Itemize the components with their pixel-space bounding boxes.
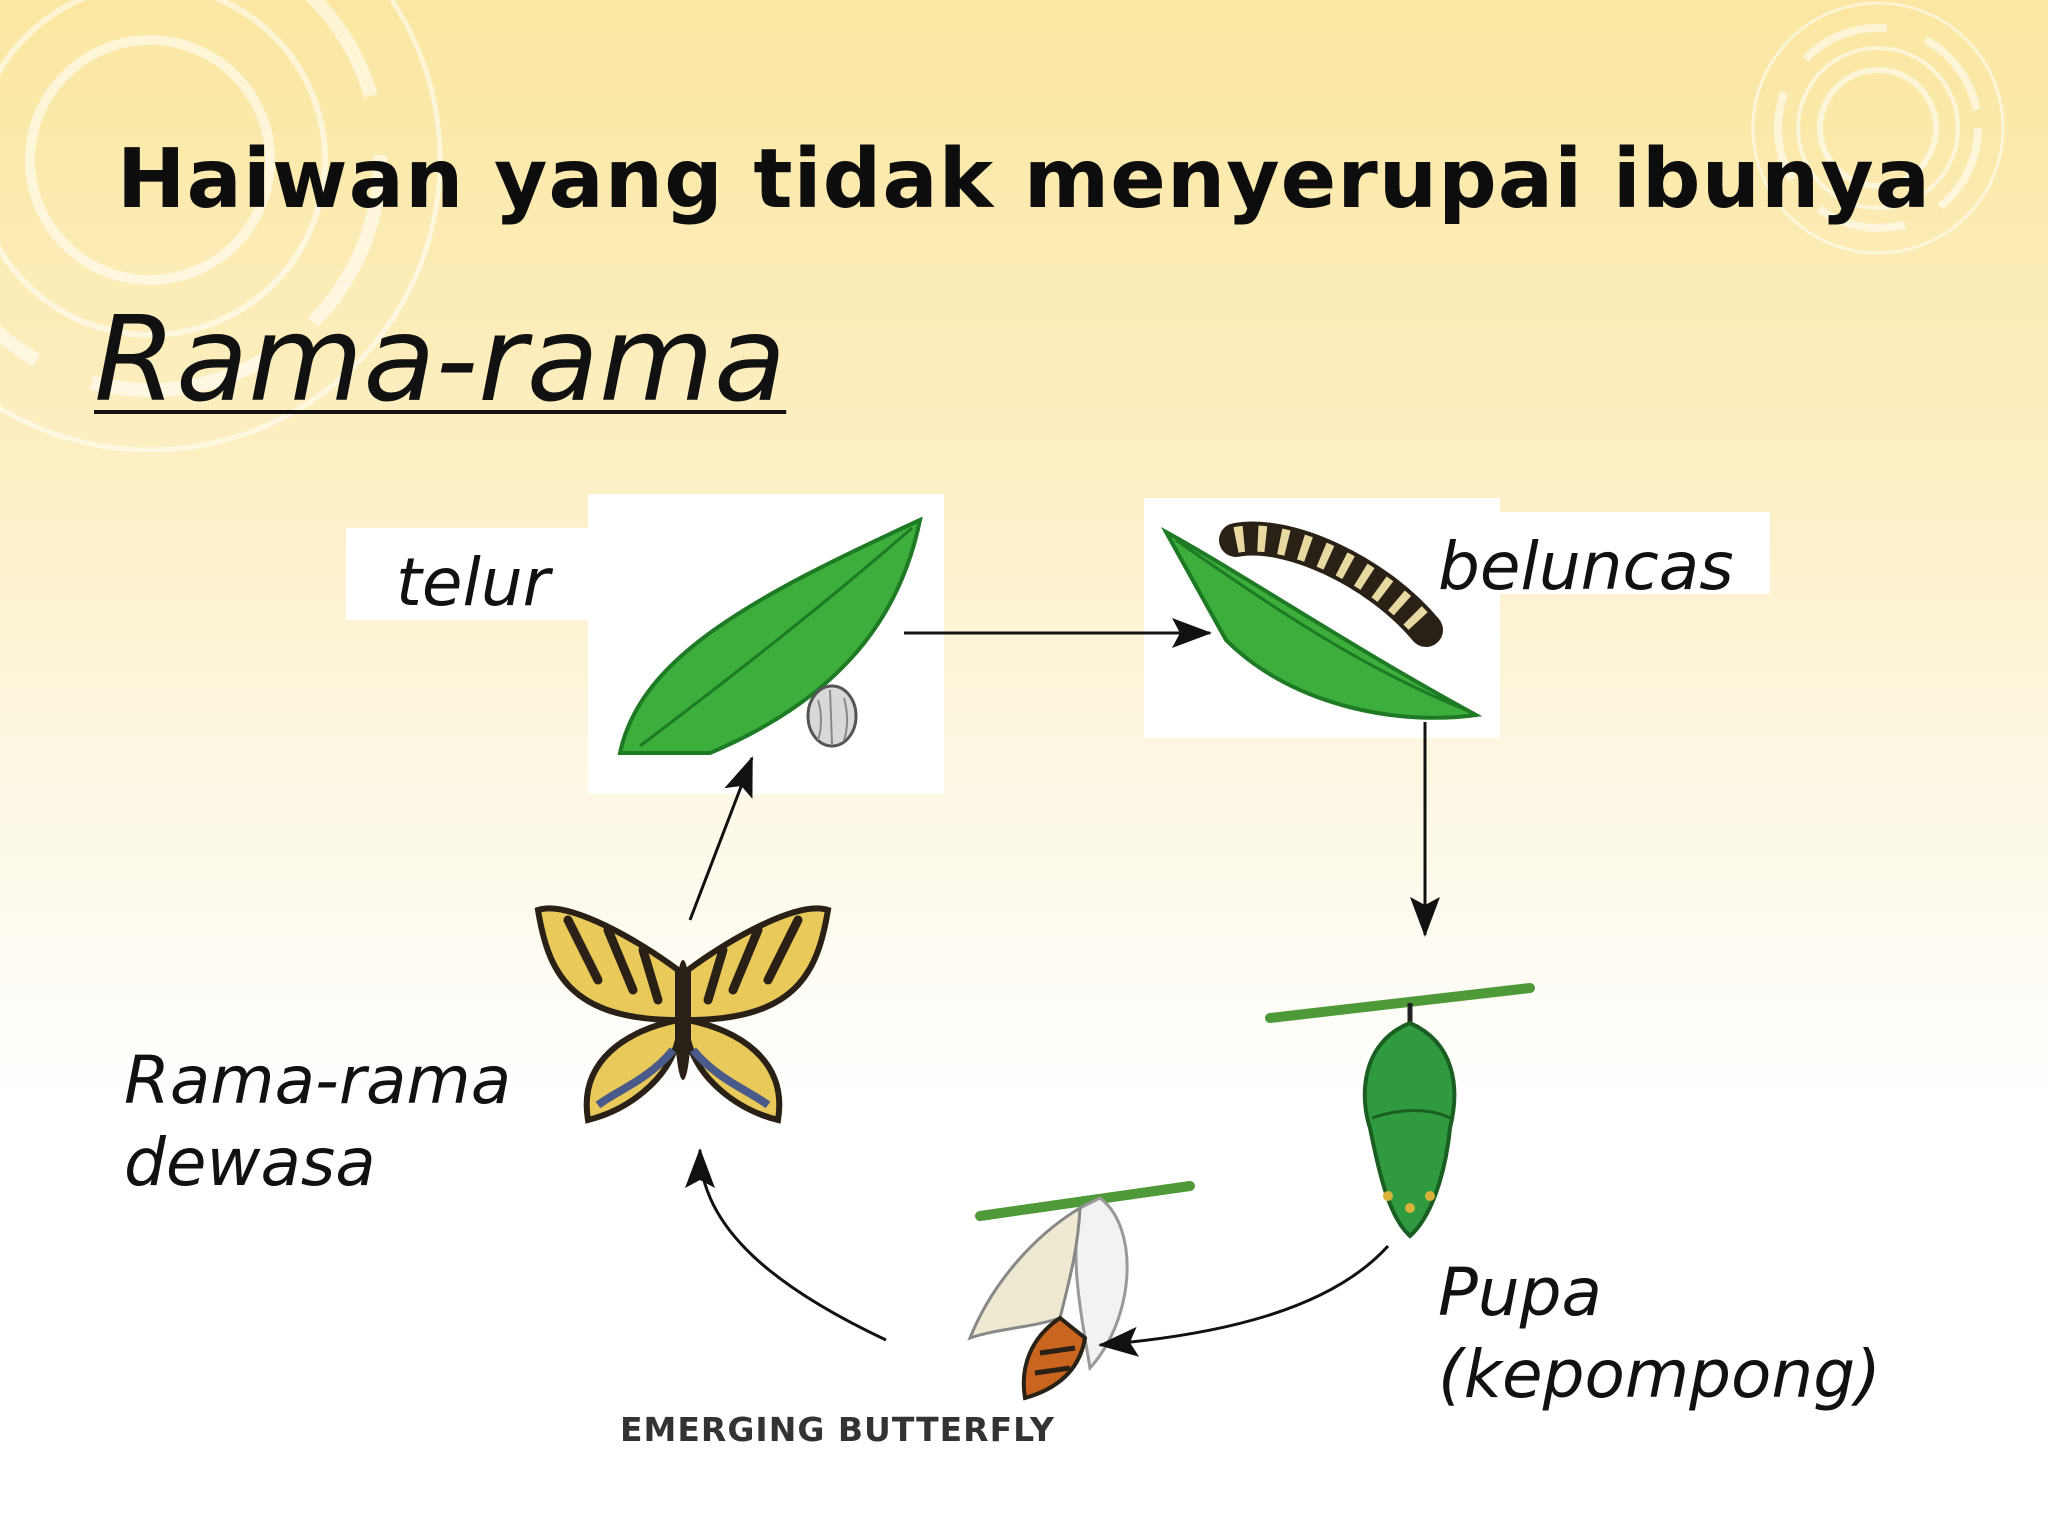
adult-butterfly-illustration: [534, 905, 832, 1124]
stage-label-adult-line1: Rama-rama: [124, 1042, 512, 1119]
leaf-with-egg-illustration: [617, 516, 923, 755]
stage-caption-emerging-butterfly: EMERGING BUTTERFLY: [620, 1410, 1055, 1449]
beluncas-label-box: [1440, 512, 1770, 594]
caterpillar-on-leaf-illustration: [1160, 521, 1483, 720]
stage-label-telur: telur: [396, 544, 550, 621]
stage-label-pupa-line1: Pupa: [1438, 1254, 1602, 1331]
emerging-butterfly-illustration: [967, 1181, 1195, 1401]
slide-title: Haiwan yang tidak menyerupai ibunya: [116, 132, 1932, 227]
slide-subtitle: Rama-rama: [94, 290, 787, 428]
stage-label-pupa-line2: (kepompong): [1438, 1336, 1881, 1413]
chrysalis-illustration: [1265, 983, 1535, 1239]
stage-label-adult: Rama-rama dewasa: [124, 1040, 511, 1204]
telur-label-box: [346, 528, 596, 620]
arrow-pupa-to-emerging: [1098, 1244, 1390, 1357]
stage-label-pupa: Pupa (kepompong): [1438, 1252, 1881, 1416]
stage-label-beluncas: beluncas: [1438, 528, 1734, 605]
arrow-adult-to-egg: [688, 756, 754, 921]
stage-label-adult-line2: dewasa: [124, 1124, 376, 1201]
arrow-emerging-to-adult: [685, 1148, 887, 1342]
